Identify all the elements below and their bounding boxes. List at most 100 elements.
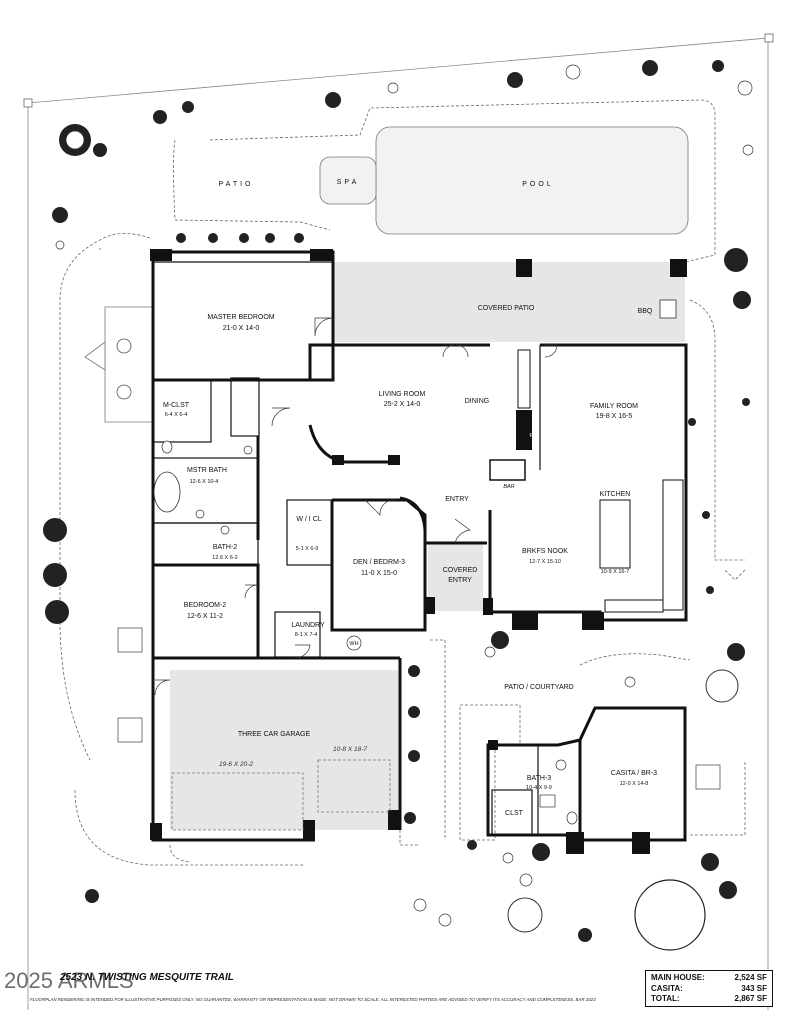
- brkfs-nook-label: BRKFS NOOK: [522, 548, 568, 555]
- wh-label: WH: [349, 641, 358, 647]
- shrub-icon: [85, 889, 99, 903]
- bar-label: BAR: [503, 484, 514, 490]
- summary-label: MAIN HOUSE:: [651, 973, 705, 982]
- watermark-text: 2025 ARMLS: [4, 968, 134, 993]
- shrub-icon: [265, 233, 275, 243]
- boulder-icon: [519, 873, 533, 887]
- shrub-icon: [724, 248, 748, 272]
- shrub-icon: [507, 72, 523, 88]
- boulder-icon: [387, 82, 399, 94]
- summary-row-casita: CASITA: 343 SF: [651, 984, 767, 995]
- dining-label: DINING: [465, 398, 490, 405]
- master-bedroom-dims: 21-0 X 14-0: [223, 325, 260, 332]
- casita-label: CASITA / BR-3: [611, 770, 657, 777]
- lot-boundary: [23, 33, 774, 1010]
- master-bay-window: [84, 306, 153, 423]
- shrub-icon: [408, 665, 420, 677]
- landscaping: [43, 60, 754, 951]
- shrub-icon: [742, 398, 750, 406]
- shrub-icon: [491, 631, 509, 649]
- palm-icon: [712, 60, 724, 72]
- shrub-icon: [153, 110, 167, 124]
- m-clst-label: M-CLST: [163, 402, 190, 409]
- boulder-icon: [742, 144, 754, 156]
- shrub-icon: [688, 418, 696, 426]
- casita-dims: 12-0 X 14-8: [620, 781, 649, 787]
- bath3-dims: 10-4 X 9-9: [526, 785, 552, 791]
- patio-courtyard-label: PATIO / COURTYARD: [504, 684, 574, 691]
- boulder-icon: [737, 80, 753, 96]
- palm-icon: [642, 60, 658, 76]
- wicl-label: W / I CL: [296, 516, 321, 523]
- shrub-icon: [176, 233, 186, 243]
- fireplace-label: FP: [529, 433, 536, 439]
- door-swing-icon: [154, 679, 171, 696]
- property-address: 2523 N. TWISTING MESQUITE TRAIL: [60, 972, 234, 983]
- mstr-bath-label: MSTR BATH: [187, 467, 227, 474]
- boulder-icon: [624, 676, 636, 688]
- garage-dims-left: 19-6 X 20-2: [219, 761, 253, 768]
- shrub-icon: [294, 233, 304, 243]
- boulder-icon: [413, 898, 427, 912]
- patio-label: PATIO: [219, 181, 254, 188]
- summary-row-total: TOTAL: 2,867 SF: [651, 994, 767, 1005]
- boulder-icon: [438, 913, 452, 927]
- shrub-icon: [239, 233, 249, 243]
- shrub-icon: [702, 511, 710, 519]
- shrub-icon: [43, 518, 67, 542]
- entry-label: ENTRY: [445, 496, 469, 503]
- door-swing-icon: [454, 518, 471, 544]
- planter-box: [695, 764, 721, 790]
- shrub-icon: [706, 586, 714, 594]
- summary-value: 343 SF: [741, 983, 767, 993]
- covered-entry-label-1: COVERED: [443, 567, 478, 574]
- planter-box: [117, 627, 143, 653]
- shrub-icon: [408, 750, 420, 762]
- garage-label: THREE CAR GARAGE: [238, 731, 311, 738]
- tree-icon: [634, 879, 706, 951]
- master-bedroom-label: MASTER BEDROOM: [207, 314, 274, 321]
- summary-value: 2,867 SF: [734, 994, 767, 1003]
- bath3-label: BATH-3: [527, 775, 551, 782]
- toilet-icon: [566, 811, 578, 825]
- shrub-icon: [727, 643, 745, 661]
- sink-icon: [220, 525, 230, 535]
- door-swing-icon: [294, 644, 311, 659]
- palm-icon: [578, 928, 592, 942]
- shrub-icon: [719, 881, 737, 899]
- summary-label: TOTAL:: [651, 994, 680, 1003]
- door-swing-icon: [314, 317, 334, 337]
- summary-label: CASITA:: [651, 983, 683, 993]
- clst-label: CLST: [505, 810, 524, 817]
- square-footage-summary: MAIN HOUSE: 2,524 SF CASITA: 343 SF TOTA…: [645, 970, 773, 1007]
- door-swing-icon: [442, 344, 456, 358]
- shrub-icon: [45, 600, 69, 624]
- bbq-label: BBQ: [638, 308, 653, 315]
- living-room-dims: 25-2 X 14-0: [384, 401, 421, 408]
- shrub-icon: [532, 843, 550, 861]
- family-room-label: FAMILY ROOM: [590, 403, 638, 410]
- covered-patio-label: COVERED PATIO: [478, 305, 535, 312]
- planter-box: [117, 717, 143, 743]
- shrub-icon: [182, 101, 194, 113]
- shrub-icon: [404, 812, 416, 824]
- brkfs-nook-dims: 12-7 X 15-10: [529, 559, 561, 565]
- shrub-icon: [325, 92, 341, 108]
- wicl-dims: 5-1 X 6-9: [296, 546, 319, 552]
- shrub-icon: [43, 563, 67, 587]
- toilet-icon: [161, 440, 173, 454]
- summary-value: 2,524 SF: [734, 973, 767, 982]
- shrub-icon: [467, 840, 477, 850]
- spa-label: SPA: [337, 179, 360, 186]
- water-heater-icon: [346, 635, 362, 651]
- bedroom2-label: BEDROOM-2: [184, 602, 227, 609]
- fixtures: [153, 440, 578, 825]
- shrub-icon: [52, 207, 68, 223]
- tub-icon: [153, 471, 181, 513]
- boulder-icon: [565, 64, 581, 80]
- garage-dims-right: 10-8 X 18-7: [333, 746, 367, 753]
- boulder-icon: [484, 646, 496, 658]
- shrub-icon: [733, 291, 751, 309]
- bedroom2-dims: 12-6 X 11-2: [187, 613, 223, 620]
